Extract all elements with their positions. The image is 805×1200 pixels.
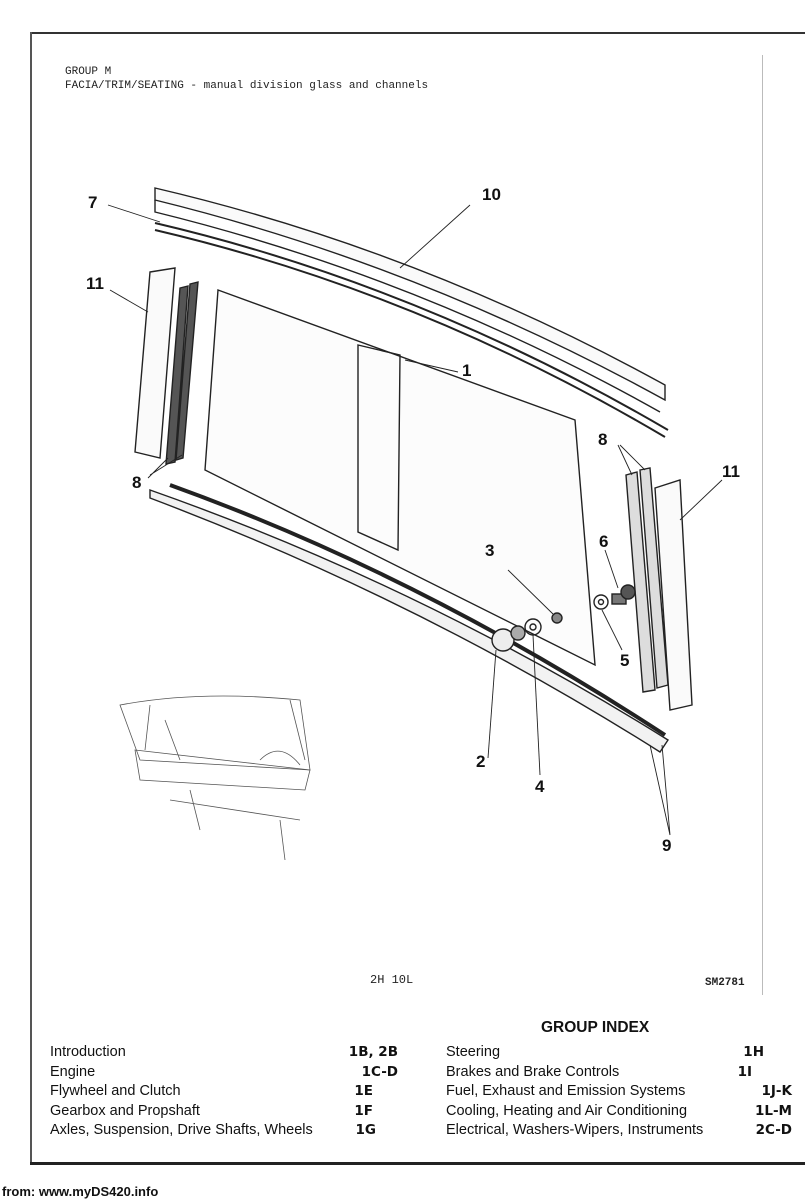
page-code: 2H 10L [370, 973, 414, 987]
bottom-channel [149, 483, 669, 753]
callout-1: 1 [462, 361, 472, 380]
index-label: Engine [50, 1063, 96, 1080]
callout-10: 10 [482, 185, 501, 204]
index-code: 1H [743, 1044, 764, 1060]
knob [491, 628, 515, 652]
page-border-left [30, 32, 32, 1162]
index-label: Flywheel and Clutch [50, 1083, 181, 1099]
index-code: 1B, 2B [348, 1044, 398, 1060]
index-code: 2C-D [755, 1122, 792, 1138]
nut [551, 612, 563, 624]
index-code: 1I [737, 1063, 752, 1080]
index-label: Cooling, Heating and Air Conditioning [446, 1102, 688, 1119]
index-row[interactable]: Gearbox and Propshaft 1F [50, 1102, 398, 1122]
group-index-title: GROUP INDEX [541, 1019, 650, 1036]
callout-7: 7 [88, 193, 98, 212]
index-code: 1J-K [761, 1083, 792, 1099]
index-label: Electrical, Washers-Wipers, Instruments [446, 1122, 704, 1138]
index-label: Brakes and Brake Controls [446, 1063, 620, 1080]
index-row[interactable]: Fuel, Exhaust and Emission Systems 1J-K [446, 1082, 792, 1102]
callout-8-right: 8 [598, 430, 608, 449]
top-channel [154, 187, 666, 413]
callout-6: 6 [599, 532, 609, 551]
exploded-parts-diagram [107, 187, 723, 861]
group-label: GROUP M [65, 66, 112, 78]
index-row[interactable]: Engine 1C-D [50, 1063, 398, 1083]
index-code: 1C-D [361, 1063, 398, 1080]
index-row[interactable]: Steering 1H [446, 1043, 792, 1063]
index-row[interactable]: Flywheel and Clutch 1E [50, 1082, 398, 1102]
index-label: Fuel, Exhaust and Emission Systems [446, 1083, 686, 1099]
callout-11-right: 11 [722, 462, 740, 481]
left-channel [134, 267, 176, 459]
index-code: 1G [355, 1122, 376, 1138]
top-seal-strip [154, 222, 669, 438]
index-label: Steering [446, 1044, 501, 1060]
group-index-right: Steering 1H Brakes and Brake Controls 1I F… [446, 1043, 792, 1141]
index-label: Gearbox and Propshaft [50, 1102, 200, 1119]
index-row[interactable]: Introduction 1B, 2B [50, 1043, 398, 1063]
callout-5: 5 [620, 651, 630, 670]
index-row[interactable]: Electrical, Washers-Wipers, Instruments 2… [446, 1121, 792, 1141]
index-row[interactable]: Cooling, Heating and Air Conditioning 1L-… [446, 1102, 792, 1122]
callout-9: 9 [662, 836, 672, 855]
index-label: Axles, Suspension, Drive Shafts, Wheels [50, 1122, 313, 1138]
callout-8-left: 8 [132, 473, 142, 492]
washer-5 [593, 594, 609, 610]
bottom-rule [30, 1162, 805, 1165]
index-label: Introduction [50, 1044, 126, 1060]
index-code: 1E [354, 1083, 373, 1099]
page-title: FACIA/TRIM/SEATING - manual division gla… [65, 80, 429, 92]
drawing-reference: SM2781 [705, 977, 745, 989]
callout-11-left: 11 [86, 274, 104, 293]
glass-panel [204, 289, 596, 667]
callout-2: 2 [476, 752, 486, 771]
index-code: 1L-M [754, 1102, 792, 1119]
car-location-sketch [119, 695, 311, 861]
right-channel [654, 479, 693, 711]
left-seal [165, 281, 199, 465]
index-row[interactable]: Brakes and Brake Controls 1I [446, 1063, 792, 1083]
glass-slider [357, 344, 401, 552]
source-footer: from: www.myDS420.info [2, 1184, 159, 1199]
page-border-right [762, 55, 763, 995]
callout-4: 4 [535, 777, 545, 796]
group-index-left: Introduction 1B, 2B Engine 1C-D Flywheel a… [50, 1043, 398, 1141]
index-row[interactable]: Axles, Suspension, Drive Shafts, Wheels 1… [50, 1121, 398, 1141]
callout-3: 3 [485, 541, 495, 560]
page-border-top [30, 32, 805, 34]
index-code: 1F [354, 1102, 373, 1119]
